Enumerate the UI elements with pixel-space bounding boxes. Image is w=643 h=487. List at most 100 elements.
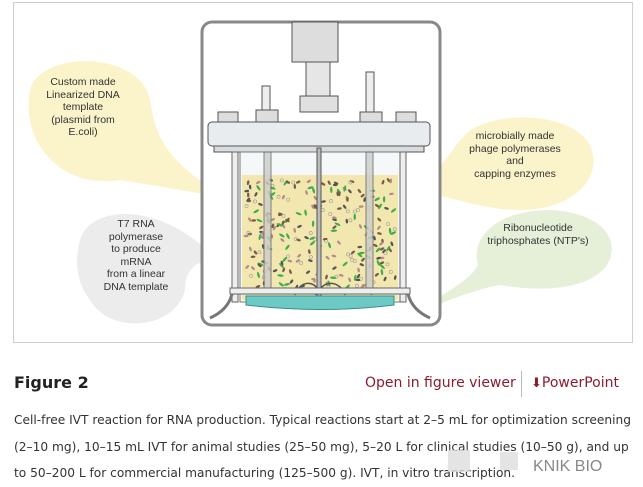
particle [357, 267, 360, 273]
particle [243, 234, 249, 238]
particle [278, 282, 284, 287]
particle [348, 254, 353, 258]
particle [352, 259, 357, 264]
particle [255, 285, 261, 288]
particle [389, 178, 393, 184]
particle [374, 197, 381, 202]
particle [281, 224, 286, 229]
particle [348, 189, 352, 194]
particle [253, 250, 258, 255]
particle [337, 240, 341, 245]
particle [293, 237, 298, 241]
particle [250, 255, 256, 258]
particle [328, 212, 333, 216]
bubble-text-phage-polymerases: microbially made phage polymerases and c… [469, 130, 561, 180]
particle [285, 254, 290, 259]
particle [280, 260, 284, 266]
particle [256, 218, 263, 223]
particle [342, 204, 347, 209]
particle [248, 217, 252, 222]
particle [248, 246, 252, 252]
particle [390, 231, 397, 235]
particle [359, 263, 365, 267]
particle [306, 179, 311, 183]
particle [388, 247, 392, 253]
particle [246, 180, 250, 186]
particle [348, 218, 353, 223]
particle [334, 274, 339, 279]
particle [258, 233, 262, 241]
particle [321, 182, 326, 186]
particle [285, 219, 290, 223]
particle [330, 276, 337, 279]
particle [308, 255, 313, 260]
particle [244, 204, 249, 209]
particle [321, 200, 326, 203]
particle [251, 219, 257, 222]
particle [244, 189, 250, 193]
particle [385, 262, 390, 267]
particle [253, 209, 260, 214]
particle [297, 224, 302, 228]
open-in-figure-viewer-link[interactable]: Open in figure viewer [365, 375, 516, 391]
particle [305, 270, 311, 274]
particle [277, 213, 283, 217]
particle [379, 264, 385, 269]
particle [325, 255, 330, 260]
particle [257, 263, 262, 268]
particle [279, 178, 284, 183]
particle [297, 253, 302, 258]
particle [358, 205, 364, 208]
particle [356, 273, 361, 279]
particle [258, 202, 263, 206]
particle [312, 187, 316, 194]
bubble-phage-polymerases [410, 117, 594, 210]
particle [377, 225, 381, 230]
bubble-ntps [415, 210, 612, 312]
particle [327, 180, 331, 185]
particle [282, 267, 286, 273]
particle [374, 272, 379, 277]
particle [311, 204, 315, 209]
particle [313, 195, 318, 201]
particle [346, 196, 349, 202]
particle [309, 240, 316, 246]
particle [379, 261, 385, 265]
particle [376, 256, 381, 260]
particle [377, 217, 382, 222]
particle [357, 252, 363, 258]
particle [375, 247, 381, 253]
bubble-dna-template [28, 61, 228, 198]
particle [308, 231, 313, 235]
particle [345, 209, 350, 214]
particle [388, 227, 392, 235]
particle [256, 185, 261, 191]
particle [332, 225, 337, 230]
figure-caption: Cell-free IVT reaction for RNA productio… [14, 413, 631, 480]
particle [355, 278, 361, 282]
particle [248, 184, 252, 190]
particle [293, 228, 297, 233]
particle [281, 220, 285, 226]
particle [281, 213, 286, 218]
particle [379, 241, 384, 246]
particle [363, 197, 366, 202]
particle [331, 254, 337, 258]
particle [359, 276, 363, 281]
bubble-text-t7-polymerase: T7 RNA polymerase to produce mRNA from a… [103, 218, 169, 293]
particle [311, 278, 316, 281]
particle [337, 191, 341, 197]
particle [332, 218, 337, 222]
particle [383, 276, 387, 282]
particle [295, 212, 302, 216]
watermark-block [448, 450, 470, 472]
particle [386, 245, 391, 252]
powerpoint-link[interactable]: ⬇PowerPoint [531, 375, 619, 391]
particle [342, 261, 348, 267]
particle [352, 209, 357, 214]
particle [253, 199, 257, 204]
particle [351, 250, 355, 255]
bubble-text-dna-template: Custom made Linearized DNA template (pla… [46, 76, 120, 138]
particle [295, 180, 301, 184]
particle [291, 180, 296, 185]
